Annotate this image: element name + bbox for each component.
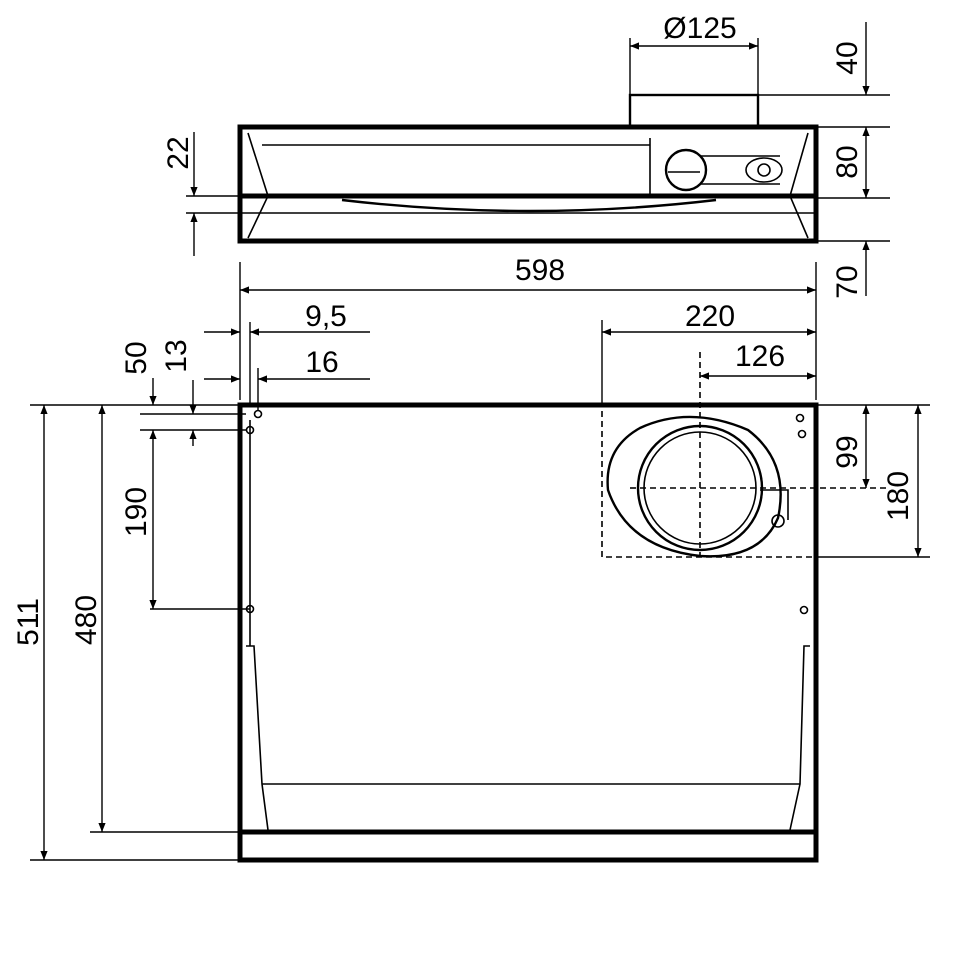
duct-collar — [628, 93, 760, 129]
label-outlet-center-y: 99 — [831, 435, 864, 468]
label-offset-b: 16 — [305, 346, 338, 379]
front-handle-curve — [341, 198, 717, 213]
label-outlet-zone-width: 220 — [685, 300, 735, 333]
label-outlet-center-x: 126 — [735, 340, 785, 373]
outlet-screw — [771, 514, 785, 528]
top-view-left-side — [246, 645, 269, 831]
top-view-right-side — [789, 645, 810, 831]
top-view — [237, 352, 890, 863]
outlet-housing — [606, 415, 782, 558]
label-outlet-zone-depth: 180 — [882, 471, 915, 521]
top-view-body — [237, 402, 819, 863]
label-duct-diameter: Ø125 — [663, 12, 736, 45]
front-dimensions: Ø125 40 80 70 22 598 — [162, 12, 890, 400]
control-knob — [664, 148, 708, 192]
control-switch — [745, 157, 783, 183]
label-depth-inner: 480 — [70, 595, 103, 645]
label-front-height: 70 — [831, 265, 864, 298]
front-panel-right-bevel — [789, 132, 809, 239]
mounting-hole — [799, 605, 809, 615]
mounting-hole — [245, 425, 255, 435]
label-hole-offset-a: 50 — [120, 341, 153, 374]
mounting-hole — [253, 409, 263, 419]
label-body-height: 80 — [831, 145, 864, 178]
label-depth-total: 511 — [12, 598, 45, 646]
front-view — [237, 93, 819, 244]
front-view-body — [237, 124, 819, 244]
label-total-width: 598 — [515, 254, 565, 287]
label-duct-height: 40 — [831, 41, 864, 74]
label-hole-offset-b: 13 — [160, 339, 193, 372]
outlet-bracket — [760, 489, 789, 520]
label-offset-a: 9,5 — [305, 300, 347, 333]
label-hole-spacing: 190 — [120, 487, 153, 537]
mounting-hole — [795, 413, 805, 423]
mounting-hole — [797, 429, 807, 439]
top-dimensions: 9,5 16 50 13 190 480 511 220 126 — [12, 300, 930, 861]
label-lip-height: 22 — [162, 136, 195, 169]
control-switch-button — [757, 163, 771, 177]
front-panel-left-bevel — [247, 132, 269, 239]
